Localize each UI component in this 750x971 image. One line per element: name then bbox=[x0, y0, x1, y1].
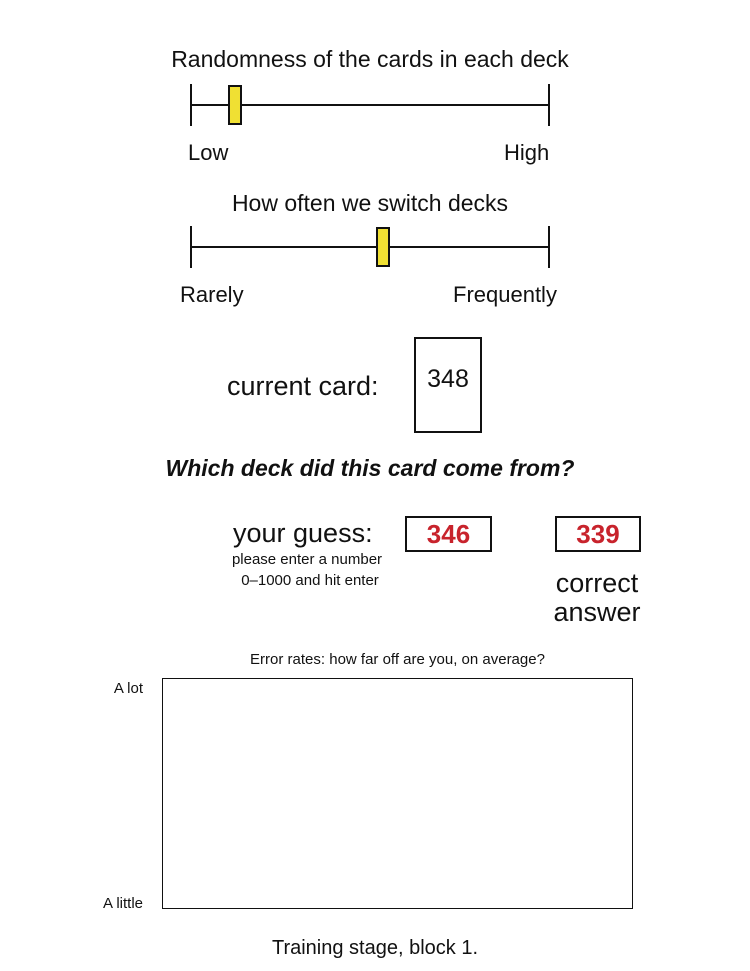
current-card-label: current card: bbox=[227, 371, 379, 401]
guess-input[interactable] bbox=[405, 516, 492, 552]
randomness-low-label: Low bbox=[188, 140, 229, 165]
randomness-slider[interactable] bbox=[190, 84, 550, 128]
slider-right-tick bbox=[548, 226, 550, 268]
randomness-high-label: High bbox=[504, 140, 550, 165]
question-text: Which deck did this card come from? bbox=[165, 455, 575, 481]
randomness-slider-title: Randomness of the cards in each deck bbox=[171, 46, 569, 72]
slider-track bbox=[190, 104, 550, 106]
correct-answer-value: 339 bbox=[555, 516, 641, 552]
stage-status-text: Training stage, block 1. bbox=[271, 937, 479, 959]
slider-track bbox=[190, 246, 550, 248]
switch-low-label: Rarely bbox=[180, 282, 244, 307]
guess-hint-line-1: please enter a number bbox=[231, 551, 383, 568]
switch-slider-thumb[interactable] bbox=[376, 227, 390, 267]
error-axis-top-label: A lot bbox=[113, 680, 143, 697]
switch-high-label: Frequently bbox=[453, 282, 557, 307]
current-card: 348 bbox=[414, 337, 482, 433]
your-guess-label: your guess: bbox=[233, 518, 373, 548]
correct-answer-label-line-1: correct bbox=[555, 568, 639, 598]
switch-frequency-slider[interactable] bbox=[190, 226, 550, 270]
switch-slider-title: How often we switch decks bbox=[231, 190, 509, 216]
error-axis-bottom-label: A little bbox=[102, 895, 143, 912]
current-card-value: 348 bbox=[427, 365, 469, 393]
error-rates-plot bbox=[162, 678, 633, 909]
randomness-slider-thumb[interactable] bbox=[228, 85, 242, 125]
correct-answer-label-line-2: answer bbox=[553, 597, 641, 627]
slider-right-tick bbox=[548, 84, 550, 126]
error-rates-title: Error rates: how far off are you, on ave… bbox=[250, 651, 545, 668]
guess-hint-line-2: 0–1000 and hit enter bbox=[241, 572, 379, 589]
